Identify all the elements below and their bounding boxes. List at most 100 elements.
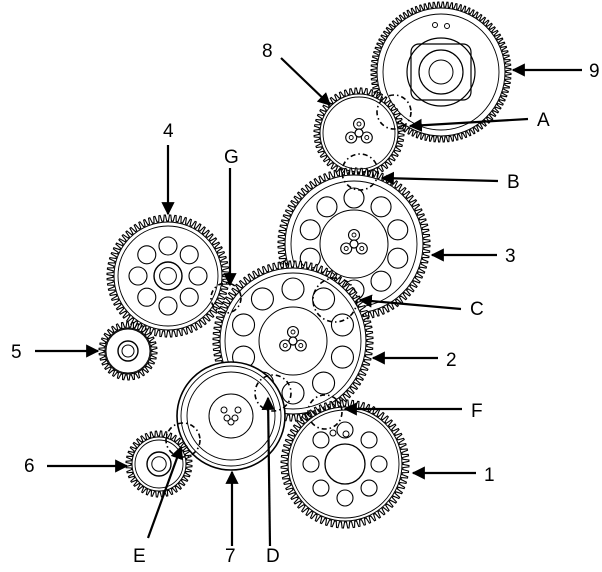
gear-1-hub [324,443,366,485]
gear-6-bore [151,456,167,472]
gear-6-web-ring [134,439,184,489]
gear-2-lightening-hole [281,277,305,301]
gear-8-web-ring [322,96,396,170]
mesh-label-a: A [537,110,550,131]
gear-4-web-ring [117,225,219,327]
gear-7-hub-ring [208,393,254,439]
mesh-d-mark [254,374,292,412]
gear-3-bolt [347,228,361,242]
mesh-g-mark [210,282,242,314]
gear-1-lightening-hole [336,421,354,439]
gear-2-lightening-hole [330,345,355,369]
leader-d [261,396,275,547]
gear-label-8: 8 [262,41,273,62]
gear-label-5: 5 [11,342,22,363]
gear-3-lightening-hole [343,187,365,209]
gear-2-lightening-hole [231,313,256,337]
gear-4-lightening-hole [128,266,148,286]
gear-2-hub-ring [258,306,328,376]
gear-5-web-ring [105,328,151,374]
gear-6-hub [146,451,172,477]
gear-2-lightening-hole [330,313,355,337]
gear-label-2: 2 [446,350,457,371]
gear-7-bolt [220,406,228,414]
gear-8-bolt [360,131,373,144]
gear-2-lightening-hole [250,287,274,311]
gear-9-pin [432,22,438,28]
gear-9-bore [428,59,454,85]
gear-7-bolt [234,406,242,414]
gear-2-lightening-hole [312,287,336,311]
gear-4-bore [159,267,177,285]
gear-1-lightening-hole [370,455,388,473]
gear-2-bolt [279,339,292,352]
gear-1-lightening-hole [312,431,330,449]
mesh-c-mark [312,277,358,323]
gear-1 [280,399,410,529]
leader-lines-layer [35,57,582,547]
gear-4-lightening-hole [188,266,208,286]
gear-4-lightening-hole [158,236,178,256]
gear-5 [98,321,158,381]
leader-c [358,294,462,311]
gear-8-bolt [345,131,358,144]
gear-2-bolt-hole [298,343,304,348]
gear-9-web-ring [382,13,500,131]
gear-label-6: 6 [24,456,35,477]
mesh-label-e: E [133,546,146,567]
gear-9-flange [406,37,476,107]
gear-1-lightening-hole [336,489,354,507]
gear-1-lightening-hole [360,479,378,497]
gear-7-bolt [223,414,231,422]
gear-8 [313,87,405,179]
gear-5-bore [121,344,135,358]
gear-label-3: 3 [505,246,516,267]
gear-7 [176,361,286,471]
gear-9 [370,1,512,143]
gear-1-lightening-hole [360,431,378,449]
gear-4-lightening-hole [158,296,178,316]
gear-4-hub [153,261,183,291]
gear-3-bolt-hole [359,246,365,251]
gear-4-lightening-hole [179,287,199,307]
gear-label-1: 1 [484,465,495,486]
mesh-marks-layer [165,94,412,458]
gear-9-pin [444,23,450,29]
gear-9-plate [410,43,472,101]
gear-8-bolt-hole [348,135,354,140]
mesh-label-f: F [471,401,483,422]
gear-2-lightening-hole [281,381,305,405]
mesh-f-mark [307,394,343,430]
gear-4-lightening-hole [179,245,199,265]
gear-3-bolt [355,242,368,255]
gear-3-lightening-hole [370,270,392,292]
labels-layer: 1 2 3 4 5 6 7 8 9 A B C D E F G [11,41,600,567]
gear-8-bolt-hole [356,121,362,127]
mesh-a-mark [376,94,412,130]
gear-6 [125,430,193,498]
gear-2-web-ring [224,272,362,410]
gear-8-bolt [352,117,366,131]
gear-7-bolt [227,418,235,426]
mesh-label-c: C [470,299,484,320]
mesh-label-b: B [507,172,520,193]
gear-label-7: 7 [225,546,236,567]
gear-4-lightening-hole [137,245,157,265]
gear-3-bolt [340,242,353,255]
mesh-label-g: G [224,147,239,168]
leader-a [408,117,529,132]
gear-2-bolt [286,325,300,339]
mesh-label-d: D [266,546,280,567]
leader-8 [280,57,331,106]
gears-layer [98,1,512,529]
gear-5-hub [117,340,139,362]
gear-9-root-circle [376,7,506,137]
leader-b [380,171,499,185]
gear-3-hub-ring [319,209,389,279]
gear-1-lightening-hole [302,455,320,473]
gear-2-bolt-hole [282,343,288,348]
gear-8-center [354,128,364,138]
gear-7-rim-inner [180,365,282,467]
gear-label-9: 9 [589,61,600,82]
